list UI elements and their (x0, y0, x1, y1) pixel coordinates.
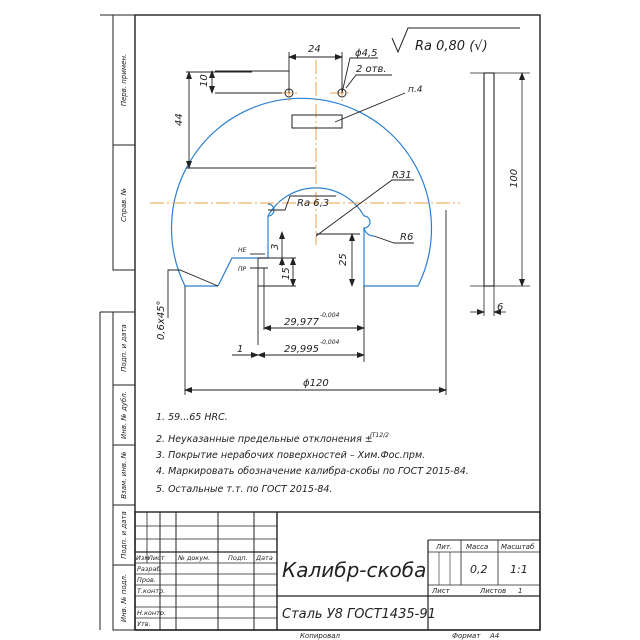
dim-1: 1 (237, 344, 243, 355)
tb-col-date: Дата (255, 554, 273, 562)
stamp-perv-primen: Перв. примен. (120, 54, 128, 107)
note-2: 2. Неуказанные предельные отклонения ± (156, 434, 373, 445)
tb-scale-label: Масштаб (501, 543, 535, 551)
dim-pr-size: 29,995 (284, 344, 319, 355)
tb-sheets-label: Листов (479, 587, 506, 595)
stamp-sprav: Справ. № (120, 188, 128, 222)
dim-ne-tolerance: -0,004 (320, 312, 340, 319)
dim-r6: R6 (400, 232, 413, 243)
dim-24: 24 (308, 44, 321, 55)
stamp-vzam-inv: Взам. инв. № (120, 451, 128, 499)
dim-15: 15 (281, 267, 292, 280)
tb-role-razrab: Разраб. (137, 565, 163, 573)
marking-area (291, 114, 343, 129)
callout-n4: п.4 (408, 85, 423, 95)
tb-sheets-value: 1 (518, 587, 522, 595)
sheet-frame (134, 14, 541, 631)
dimension-lines (167, 52, 447, 395)
dim-6: 6 (497, 302, 503, 313)
tb-format-value: A4 (489, 632, 499, 640)
tb-col-sign: Подп. (228, 554, 248, 562)
tb-col-list: Лист (147, 554, 165, 562)
drawing-material: Сталь У8 ГОСТ1435-91 (282, 607, 436, 622)
dim-holes-count: 2 отв. (356, 64, 387, 75)
tb-scale-value: 1:1 (510, 563, 528, 576)
stamp-podp-data-2: Подп. и дата (120, 511, 128, 559)
note-2-fraction: IT12/2 (370, 432, 389, 439)
tb-role-prov: Пров. (137, 576, 156, 584)
roughness-mark-main: Ra 0,80 (√) (391, 27, 520, 54)
side-view (470, 72, 530, 316)
part-outline (170, 97, 433, 287)
drawing-title: Калибр-скоба (282, 558, 426, 582)
dim-44: 44 (174, 113, 185, 126)
tb-col-doc: № докум. (177, 554, 210, 562)
dim-25: 25 (338, 253, 349, 266)
technical-notes: 1. 59...65 HRC. 2. Неуказанные предельны… (156, 412, 469, 495)
note-5: 5. Остальные т.т. по ГОСТ 2015-84. (156, 484, 333, 495)
tb-role-tkontr: Т.контр. (137, 587, 165, 595)
dim-100: 100 (509, 169, 520, 188)
dim-diameter-120: ϕ120 (303, 378, 329, 389)
dim-3: 3 (270, 244, 281, 250)
tb-role-utv: Утв. (137, 620, 151, 628)
dim-chamfer: 0,6x45° (156, 300, 167, 340)
tb-format-label: Формат (452, 632, 481, 640)
side-stamp-column (99, 14, 136, 631)
stamp-inv-dubl: Инв. № дубл. (120, 391, 128, 439)
tb-lit-label: Лит. (435, 543, 452, 551)
stamp-inv-podl: Инв. № подл. (120, 574, 128, 622)
dim-r31: R31 (392, 170, 412, 181)
label-pr: ПР (238, 266, 247, 273)
dim-pr-tolerance: -0,004 (320, 339, 340, 346)
tb-sheet-label: Лист (431, 587, 451, 595)
tb-mass-value: 0,2 (470, 563, 488, 576)
stamp-podp-data-1: Подп. и дата (120, 324, 128, 372)
tb-copied: Копировал (300, 632, 341, 640)
title-block (134, 511, 541, 631)
dim-ra-inner: Ra 6,3 (297, 198, 329, 209)
dim-10: 10 (199, 74, 210, 87)
roughness-main-text: Ra 0,80 (√) (415, 39, 488, 54)
tb-role-nkontr: Н.контр. (137, 609, 166, 617)
tb-col-izm: Изм (136, 554, 149, 562)
label-ne: НЕ (238, 247, 247, 254)
dim-hole-diameter: ϕ4,5 (355, 48, 378, 59)
tb-mass-label: Масса (466, 543, 488, 551)
note-4: 4. Маркировать обозначение калибра-скобы… (156, 466, 469, 477)
note-1: 1. 59...65 HRC. (156, 412, 228, 423)
note-3: 3. Покрытие нерабочих поверхностей – Хим… (156, 450, 425, 461)
dim-ne-size: 29,977 (284, 317, 320, 328)
